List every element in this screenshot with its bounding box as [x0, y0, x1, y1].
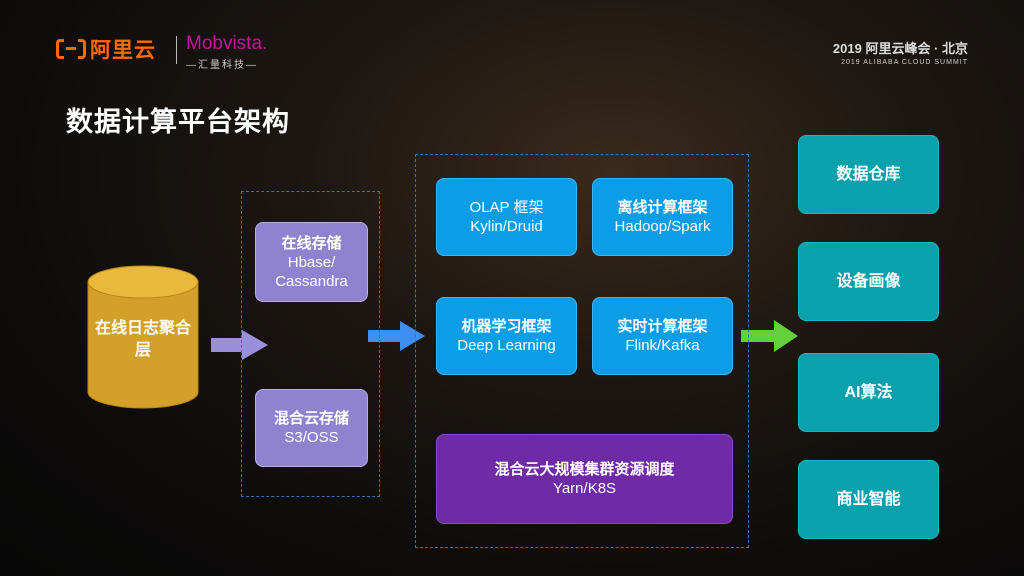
aliyun-logo-text: 阿里云 — [90, 39, 156, 62]
scheduler-box: 混合云大规模集群资源调度 Yarn/K8S — [436, 434, 733, 524]
aliyun-mark-icon — [56, 36, 86, 62]
online-storage-box: 在线存储 Hbase/ Cassandra — [255, 222, 368, 302]
arrow-to-storage — [211, 330, 268, 360]
olap-tech: Kylin/Druid — [470, 218, 543, 235]
arrow-to-outputs — [741, 320, 798, 352]
online-storage-tech-1: Hbase/ — [287, 253, 336, 271]
online-storage-tech-2: Cassandra — [275, 272, 348, 290]
scheduler-title: 混合云大规模集群资源调度 — [494, 461, 675, 478]
output-label: 商业智能 — [836, 491, 901, 508]
summit-title: 2019 阿里云峰会 · 北京 — [832, 41, 968, 56]
realtime-compute-tech: Flink/Kafka — [625, 337, 700, 354]
online-storage-title: 在线存储 — [281, 234, 342, 252]
offline-compute-tech: Hadoop/Spark — [614, 218, 711, 235]
machine-learning-box: 机器学习框架 Deep Learning — [436, 297, 577, 375]
output-label: AI算法 — [844, 384, 893, 401]
aliyun-logo: 阿里云 — [56, 34, 156, 64]
output-label: 数据仓库 — [836, 166, 901, 183]
hybrid-storage-title: 混合云存储 — [273, 410, 349, 427]
realtime-compute-box: 实时计算框架 Flink/Kafka — [592, 297, 733, 375]
arrow-to-frameworks — [368, 321, 425, 351]
machine-learning-title: 机器学习框架 — [461, 318, 552, 335]
framework-group — [415, 154, 749, 548]
output-device-profile: 设备画像 — [798, 242, 939, 321]
olap-title: OLAP 框架 — [469, 199, 544, 216]
output-label: 设备画像 — [836, 273, 901, 290]
storage-group — [241, 191, 380, 497]
scheduler-tech: Yarn/K8S — [552, 480, 617, 497]
log-aggregation-label: 在线日志聚合层 — [94, 320, 191, 359]
hybrid-storage-tech: S3/OSS — [284, 429, 339, 446]
olap-framework-box: OLAP 框架 Kylin/Druid — [436, 178, 577, 256]
summit-subtitle: 2019 ALIBABA CLOUD SUMMIT — [841, 59, 968, 66]
output-data-warehouse: 数据仓库 — [798, 135, 939, 214]
mobvista-subtitle: —汇量科技— — [186, 60, 258, 71]
logo-divider — [176, 36, 177, 64]
mobvista-logo: Mobvista. —汇量科技— — [186, 33, 267, 71]
mobvista-name: Mobvista. — [186, 33, 268, 54]
offline-compute-title: 离线计算框架 — [617, 199, 708, 216]
cylinder-shape — [87, 265, 199, 409]
machine-learning-tech: Deep Learning — [457, 337, 556, 354]
output-ai-algorithm: AI算法 — [798, 353, 939, 432]
hybrid-storage-box: 混合云存储 S3/OSS — [255, 389, 368, 467]
summit-badge: 2019 阿里云峰会 · 北京 2019 ALIBABA CLOUD SUMMI… — [833, 38, 968, 66]
page-title: 数据计算平台架构 — [66, 107, 290, 137]
realtime-compute-title: 实时计算框架 — [617, 318, 708, 335]
offline-compute-box: 离线计算框架 Hadoop/Spark — [592, 178, 733, 256]
output-business-intelligence: 商业智能 — [798, 460, 939, 539]
